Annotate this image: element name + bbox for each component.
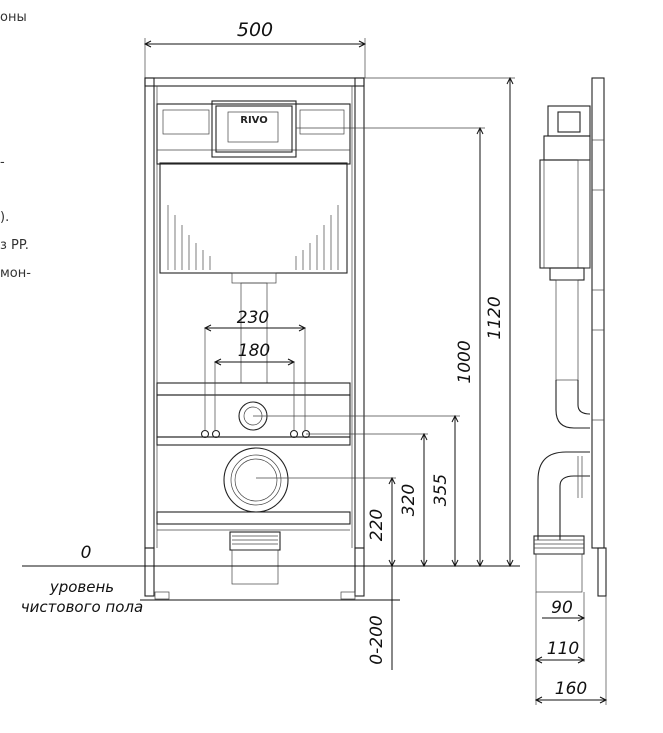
side-text-4: з PP.	[0, 238, 29, 253]
side-text-1: оны	[0, 10, 27, 25]
dim-90: 90	[551, 598, 573, 618]
dim-110: 110	[547, 639, 579, 659]
dim-220: 220	[367, 509, 387, 541]
side-text-5: мон-	[0, 266, 31, 281]
side-view: 90 110 160	[533, 77, 608, 705]
dim-500: 500	[237, 19, 273, 41]
front-frame: RIVO	[143, 38, 367, 600]
dim-320: 320	[399, 484, 419, 516]
side-text-2: -	[0, 155, 5, 170]
dim-1120: 1120	[485, 296, 505, 339]
dim-0-200: 0-200	[367, 615, 387, 664]
dim-355: 355	[431, 474, 451, 506]
dim-1000: 1000	[455, 340, 475, 383]
dim-zero: 0	[81, 543, 92, 563]
floor-label-line1: уровень	[49, 578, 114, 596]
dim-160: 160	[555, 679, 587, 699]
dim-230: 230	[237, 308, 269, 328]
brand-logo: RIVO	[240, 115, 268, 126]
side-text-3: ).	[0, 210, 10, 225]
dim-180: 180	[238, 341, 270, 361]
front-dimensions: 230 180 1120 1000 355 320	[21, 19, 520, 670]
floor-label-line2: чистового пола	[21, 598, 143, 616]
